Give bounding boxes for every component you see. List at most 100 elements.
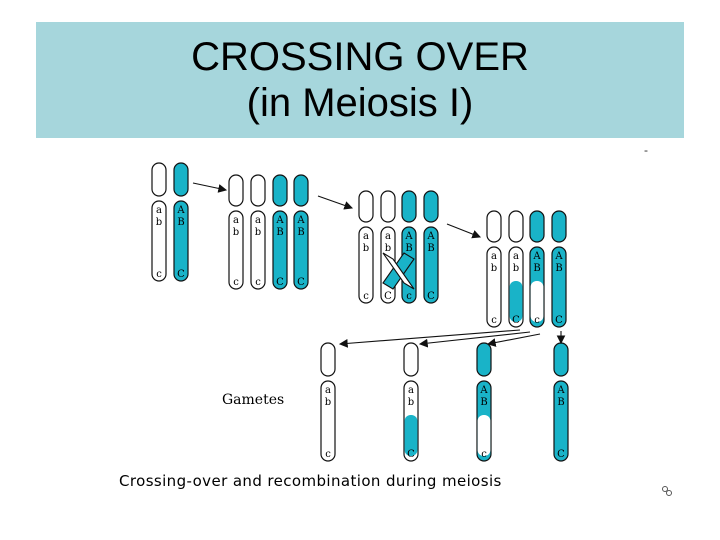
process-arrow xyxy=(338,329,521,348)
chromosome-lower-arm xyxy=(293,210,309,290)
chromosome-lower-arm xyxy=(358,226,374,304)
gene-label: a xyxy=(325,385,331,396)
gene-label: C xyxy=(427,291,435,302)
gene-label: b xyxy=(255,227,261,238)
gametes-label: Gametes xyxy=(222,392,285,408)
chromosome: ABC xyxy=(551,210,567,328)
gene-label: A xyxy=(532,251,541,262)
chromosome: abC xyxy=(403,342,419,462)
gene-label: B xyxy=(276,227,283,238)
gene-label: A xyxy=(176,205,185,216)
chromosome: AB C xyxy=(553,342,569,462)
chromosome-group: abcABCabcabcABCABCabcabCABcABCabcabCABcA… xyxy=(151,162,569,462)
diagram-caption: Crossing-over and recombination during m… xyxy=(119,472,502,490)
gene-label: A xyxy=(426,231,435,242)
gene-label: a xyxy=(156,205,162,216)
gene-label: b xyxy=(156,217,162,228)
process-arrow xyxy=(192,182,228,193)
chromosome-upper-arm xyxy=(173,162,189,197)
gene-label: a xyxy=(233,215,239,226)
gene-label: B xyxy=(557,397,564,408)
chromosome-upper-arm xyxy=(508,210,524,243)
chromosome-upper-arm xyxy=(486,210,502,243)
chromosome: abc xyxy=(358,190,374,304)
chromosome-lower-arm xyxy=(151,200,167,282)
gene-label: a xyxy=(408,385,414,396)
gene-label: b xyxy=(513,263,519,274)
chromosome-upper-arm xyxy=(553,342,569,377)
gene-label: C xyxy=(555,315,563,326)
chromosome-lower-arm xyxy=(173,200,189,282)
arrow-group xyxy=(192,182,566,348)
chromosome-lower-arm xyxy=(553,380,569,462)
chromosome-lower-arm xyxy=(551,246,567,328)
gene-label: c xyxy=(481,449,487,460)
gene-label: A xyxy=(556,385,565,396)
chromosome-upper-arm xyxy=(320,342,336,377)
chromosome: ab c xyxy=(486,210,502,328)
gene-label: c xyxy=(156,269,162,280)
gene-label: C xyxy=(177,269,185,280)
chromosome: ABC xyxy=(272,174,288,290)
cursor-icon xyxy=(662,486,672,496)
chromosome-lower-arm xyxy=(486,246,502,328)
process-arrow xyxy=(446,223,482,239)
gene-label: c xyxy=(491,315,497,326)
chromosome-upper-arm xyxy=(380,190,396,223)
chromosome-upper-arm xyxy=(272,174,288,207)
gene-label: A xyxy=(554,251,563,262)
gene-label: C xyxy=(407,449,415,460)
process-arrow xyxy=(418,331,531,348)
corner-mark: - xyxy=(644,143,648,157)
recombined-segment xyxy=(477,415,491,456)
gene-label: a xyxy=(255,215,261,226)
gene-label: c xyxy=(255,277,261,288)
recombined-segment xyxy=(404,415,418,456)
gene-label: b xyxy=(325,397,331,408)
gene-label: c xyxy=(534,315,540,326)
gene-label: b xyxy=(233,227,239,238)
gene-label: a xyxy=(491,251,497,262)
gene-label: B xyxy=(297,227,304,238)
chromosome-upper-arm xyxy=(228,174,244,207)
chromosome: ab c xyxy=(151,162,167,282)
chromosome-lower-arm xyxy=(320,380,336,462)
gene-label: c xyxy=(233,277,239,288)
title-banner: CROSSING OVER (in Meiosis I) xyxy=(36,22,684,138)
gene-label: b xyxy=(363,243,369,254)
chromosome: ABc xyxy=(476,342,492,462)
gene-label: a xyxy=(385,231,391,242)
gene-label: c xyxy=(406,291,412,302)
chromosome-upper-arm xyxy=(293,174,309,207)
chromosome: ab c xyxy=(320,342,336,462)
gene-label: b xyxy=(385,243,391,254)
gene-label: C xyxy=(384,291,392,302)
chromosome-upper-arm xyxy=(529,210,545,243)
gene-label: B xyxy=(405,243,412,254)
gene-label: C xyxy=(557,449,565,460)
chromosome-lower-arm xyxy=(250,210,266,290)
slide-title-line-1: CROSSING OVER xyxy=(191,35,529,79)
crossover-strand-maternal xyxy=(382,252,415,290)
slide-title-line-2: (in Meiosis I) xyxy=(246,81,474,125)
chromosome-upper-arm xyxy=(551,210,567,243)
gene-label: C xyxy=(297,277,305,288)
gene-label: b xyxy=(491,263,497,274)
gene-label: C xyxy=(276,277,284,288)
process-arrow xyxy=(486,333,541,347)
gene-label: c xyxy=(325,449,331,460)
chromosome-lower-arm xyxy=(272,210,288,290)
chromosome-upper-arm xyxy=(151,162,167,197)
gene-label: a xyxy=(363,231,369,242)
chromosome-lower-arm xyxy=(423,226,439,304)
gene-label: A xyxy=(479,385,488,396)
gene-label: C xyxy=(512,315,520,326)
recombined-segment xyxy=(509,281,523,322)
chromosome-upper-arm xyxy=(423,190,439,223)
chromosome: AB C xyxy=(423,190,439,304)
gene-label: A xyxy=(404,231,413,242)
chromosome: abC xyxy=(508,210,524,328)
gene-label: B xyxy=(427,243,434,254)
chromosome-upper-arm xyxy=(476,342,492,377)
